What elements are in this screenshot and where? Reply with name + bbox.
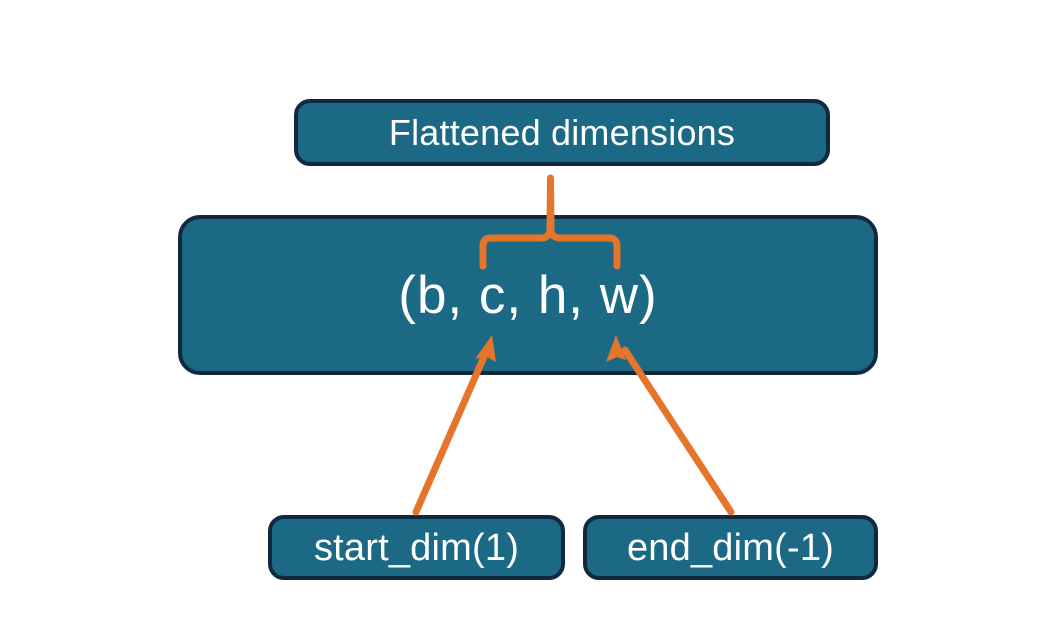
node-flattened-dimensions[interactable]: Flattened dimensions [294, 99, 830, 166]
node-tensor-shape-label: (b, c, h, w) [398, 265, 658, 325]
node-end-dim-label: end_dim(-1) [626, 526, 835, 569]
node-end-dim[interactable]: end_dim(-1) [583, 515, 878, 580]
node-start-dim-label: start_dim(1) [313, 526, 520, 569]
node-flattened-dimensions-label: Flattened dimensions [388, 111, 736, 153]
node-start-dim[interactable]: start_dim(1) [268, 515, 565, 580]
node-tensor-shape[interactable]: (b, c, h, w) [178, 215, 878, 375]
